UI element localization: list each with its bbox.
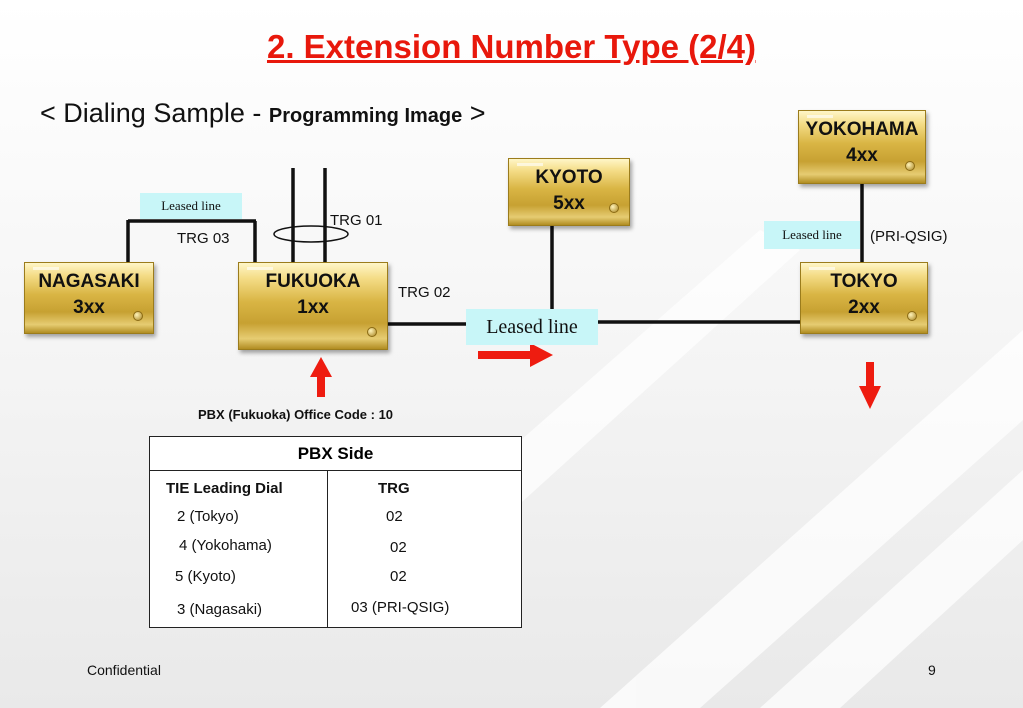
table-row-dial: 5 (Kyoto)	[175, 568, 236, 585]
pbx-nagasaki: NAGASAKI 3xx	[24, 262, 154, 334]
knob-icon	[905, 161, 915, 171]
leased-line-label-left: Leased line	[140, 193, 242, 219]
page-title: 2. Extension Number Type (2/4)	[266, 28, 756, 65]
knob-icon	[133, 311, 143, 321]
pri-qsig-label: (PRI-QSIG)	[870, 228, 948, 245]
table-title: PBX Side	[150, 437, 521, 471]
trg01-bundle-ellipse	[273, 225, 349, 243]
table-header-dial: TIE Leading Dial	[166, 480, 283, 497]
arrow-right-leased	[478, 343, 553, 367]
pbx-kyoto: KYOTO 5xx	[508, 158, 630, 226]
table-row-dial: 3 (Nagasaki)	[177, 601, 263, 618]
node-code: 3xx	[73, 297, 105, 318]
table-row-dial: 4 (Yokohama)	[179, 537, 272, 554]
knob-icon	[367, 327, 377, 337]
node-code: 5xx	[553, 193, 585, 214]
table-row-dial: 2 (Tokyo)	[177, 508, 239, 525]
panel-highlight	[517, 163, 543, 166]
page-number: 9	[928, 662, 936, 678]
leased-line-label-right: Leased line	[764, 221, 860, 249]
panel-highlight	[809, 267, 835, 270]
node-name: TOKYO	[830, 271, 898, 292]
subtitle-small: Programming Image	[268, 105, 463, 127]
table-header-trg: TRG	[378, 480, 410, 497]
pbx-fukuoka: FUKUOKA 1xx	[238, 262, 388, 350]
node-code: 4xx	[846, 145, 878, 166]
arrow-down-tokyo	[859, 362, 881, 409]
node-name: NAGASAKI	[38, 271, 140, 292]
page-subtitle: < Dialing Sample - Programming Image >	[40, 98, 486, 129]
leased-line-label-center: Leased line	[466, 309, 598, 345]
table-row-trg: 02	[390, 539, 407, 556]
table-row-trg: 02	[386, 508, 403, 525]
subtitle-main: Dialing Sample -	[63, 98, 269, 128]
subtitle-close: >	[462, 98, 486, 128]
trg01-label: TRG 01	[330, 212, 383, 229]
table-divider	[327, 471, 328, 627]
trg02-label: TRG 02	[398, 284, 451, 301]
pbx-yokohama: YOKOHAMA 4xx	[798, 110, 926, 184]
node-name: FUKUOKA	[265, 271, 361, 292]
knob-icon	[609, 203, 619, 213]
panel-highlight	[807, 115, 833, 118]
office-code-label: PBX (Fukuoka) Office Code : 10	[198, 407, 394, 422]
panel-highlight	[247, 267, 273, 270]
node-code: 1xx	[297, 297, 329, 318]
table-row-trg: 02	[390, 568, 407, 585]
trg03-label: TRG 03	[177, 230, 230, 247]
knob-icon	[907, 311, 917, 321]
arrow-up-fukuoka	[310, 357, 332, 397]
pbx-tokyo: TOKYO 2xx	[800, 262, 928, 334]
node-name: YOKOHAMA	[805, 119, 919, 140]
footer-confidential: Confidential	[87, 662, 161, 678]
node-code: 2xx	[848, 297, 880, 318]
node-name: KYOTO	[535, 167, 603, 188]
table-row-trg: 03 (PRI-QSIG)	[351, 599, 450, 616]
subtitle-open: <	[40, 98, 64, 128]
pbx-side-table: PBX Side TIE Leading Dial TRG 2 (Tokyo) …	[149, 436, 522, 628]
panel-highlight	[33, 267, 59, 270]
